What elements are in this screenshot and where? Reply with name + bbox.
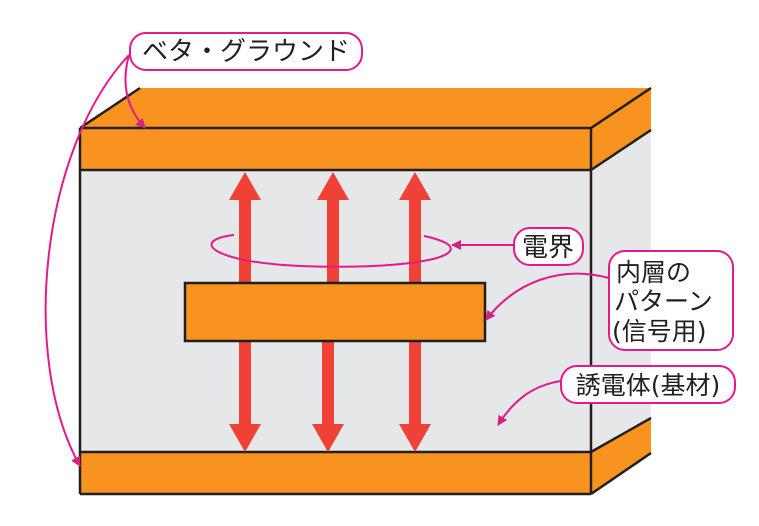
label-pattern-line3: (信号用) (612, 317, 707, 346)
field-arrows-down (229, 341, 431, 452)
field-ellipse (210, 234, 452, 268)
label-ground: ベタ・グラウンド (142, 37, 350, 67)
top-ground-plane-outline (79, 86, 652, 172)
label-pattern-line1: 内層の (616, 258, 691, 287)
bottom-ground-plane-side-face (591, 418, 651, 494)
top-ground-plane (80, 128, 591, 170)
callout-pattern: 内層の パターン (信号用) (485, 250, 734, 351)
label-field: 電界 (522, 233, 574, 263)
label-pattern-line2: パターン (614, 287, 713, 316)
callout-arrow-pattern (485, 272, 610, 321)
callout-dielectric: 誘電体(基材) (497, 365, 736, 426)
field-arrow-up (229, 172, 261, 283)
top-ground-plane-side-face (591, 88, 651, 170)
top-ground-plane-top-face (80, 88, 651, 128)
callout-ground: ベタ・グラウンド (44, 32, 363, 467)
label-dielectric: 誘電体(基材) (576, 371, 721, 400)
callout-field: 電界 (451, 227, 584, 266)
field-arrow-down (229, 341, 261, 452)
bottom-ground-plane (80, 452, 591, 494)
field-arrow-down (312, 341, 344, 452)
bottom-ground-plane-outline (80, 416, 652, 496)
inner-signal-pattern (183, 281, 487, 343)
field-arrow-up (317, 172, 349, 283)
callout-arrow-ground-bottom (44, 54, 130, 467)
callout-arrow-ground-top (124, 54, 146, 129)
field-arrow-down (399, 341, 431, 452)
callout-arrow-dielectric (497, 380, 562, 426)
